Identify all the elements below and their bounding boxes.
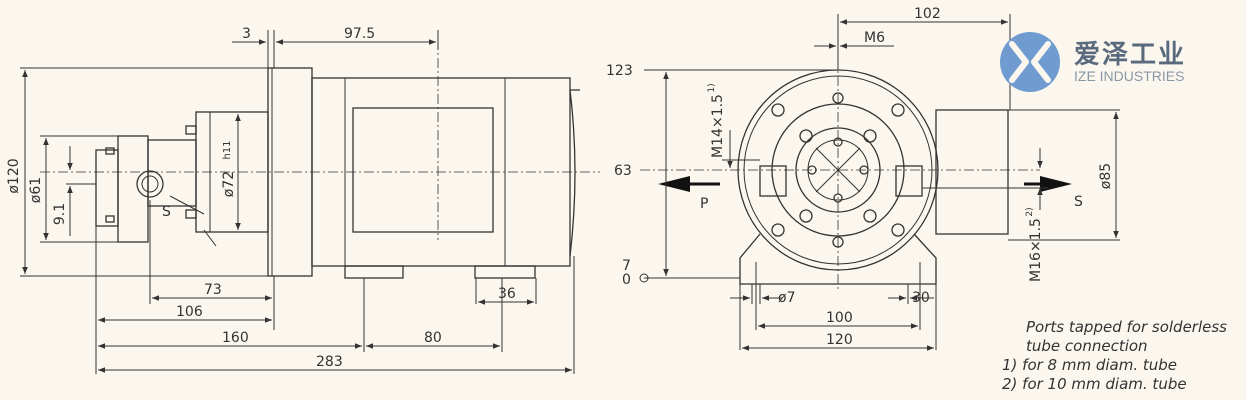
pump-cover <box>95 149 119 227</box>
logo-mark <box>1000 32 1060 92</box>
logo-en-text: IZE INDUSTRIES <box>1074 68 1185 84</box>
side-view <box>95 67 580 279</box>
port-s <box>895 165 923 197</box>
dim-106: 106 <box>176 304 203 320</box>
port-p <box>759 165 787 197</box>
dim-m14: M14×1.5 <box>710 94 726 158</box>
logo-cn-text: 爱泽工业 <box>1074 40 1187 70</box>
dim-7: 7 <box>622 258 631 274</box>
dim-m14-sup: 1) <box>707 83 717 92</box>
foot-left <box>344 265 404 279</box>
front-view-dimension-lines <box>644 14 1120 351</box>
dim-73: 73 <box>204 282 222 298</box>
dim-h11: h11 <box>222 140 233 159</box>
notes-block: Ports tapped for solderless tube connect… <box>1002 318 1227 394</box>
dim-36: 36 <box>498 286 516 302</box>
dim-m16: M16×1.5 <box>1028 218 1044 282</box>
dim-102: 102 <box>914 6 941 22</box>
label-p: P <box>700 196 708 212</box>
label-s-front: S <box>1074 194 1083 210</box>
dim-d61: ø61 <box>28 177 44 203</box>
front-view <box>737 69 1009 285</box>
note-line-2: tube connection <box>1026 337 1148 355</box>
dim-120-front: 120 <box>826 332 853 348</box>
note-line-4: 2) for 10 mm diam. tube <box>1002 375 1187 393</box>
dim-30: 30 <box>912 290 930 306</box>
dim-9-1: 9.1 <box>52 203 68 225</box>
dim-m6: M6 <box>864 30 885 46</box>
side-view-labels: ø120 ø61 9.1 ø72 h11 S 3 97.5 73 106 36 … <box>6 26 516 370</box>
front-view-labels: 102 M6 123 63 7 0 M14×1.5 1) M16×1.5 2) … <box>606 6 1114 348</box>
dim-d120: ø120 <box>6 158 22 193</box>
dim-d85: ø85 <box>1098 163 1114 189</box>
dim-3: 3 <box>242 26 251 42</box>
front-view-centerlines <box>640 40 1040 290</box>
dim-283: 283 <box>316 354 343 370</box>
dim-63: 63 <box>614 163 632 179</box>
dim-m16-sup: 2) <box>1025 207 1035 216</box>
note-line-1: Ports tapped for solderless <box>1026 318 1227 336</box>
dim-80: 80 <box>424 330 442 346</box>
side-view-centerlines <box>40 40 600 240</box>
foot-right <box>474 265 536 279</box>
side-view-dimension-lines <box>20 30 575 374</box>
dim-97-5: 97.5 <box>344 26 375 42</box>
terminal-box-rear <box>935 109 1009 235</box>
arrow-p <box>658 176 690 192</box>
dim-123: 123 <box>606 63 633 79</box>
label-s-side: S <box>162 204 171 220</box>
dim-100: 100 <box>826 310 853 326</box>
note-line-3: 1) for 8 mm diam. tube <box>1002 356 1178 374</box>
dim-0: 0 <box>622 272 631 288</box>
terminal-box <box>352 107 494 233</box>
dim-160: 160 <box>222 330 249 346</box>
dim-d7: ø7 <box>778 290 795 306</box>
suction-port <box>136 170 164 198</box>
dim-d72: ø72 <box>221 171 237 197</box>
datum-circle <box>639 273 649 283</box>
